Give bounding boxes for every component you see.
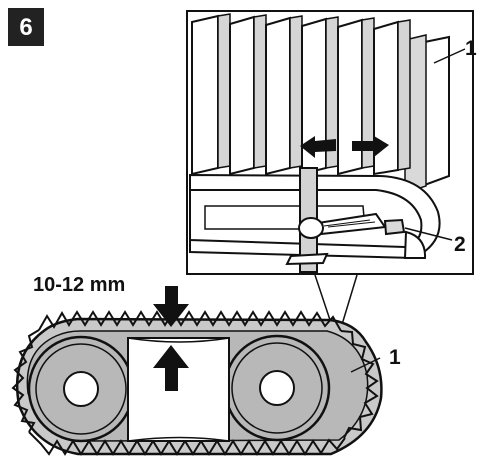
center-body-panel [127, 337, 230, 442]
step-number: 6 [19, 14, 32, 41]
inset-callout-line-2 [404, 227, 453, 241]
left-wheel [27, 335, 135, 443]
step-badge-box [8, 8, 44, 46]
up-arrow-shape [153, 345, 189, 391]
tread-block-side [253, 14, 267, 169]
tread-block-side [289, 15, 303, 169]
tread-blocks [191, 13, 411, 176]
right-wheel-hub [259, 370, 295, 406]
right-teeth [340, 330, 379, 439]
right-arrow-shape [352, 136, 389, 157]
tread-block [191, 14, 219, 176]
track-assembly: 10-12 mm 1 [11, 274, 401, 456]
measurement-label: 10-12 mm [33, 274, 125, 296]
left-wheel-hub [63, 371, 99, 407]
track-callout-line [350, 357, 381, 373]
left-arrow-shape [300, 136, 336, 158]
tread-block-side [397, 19, 411, 171]
adjuster-nut [383, 218, 406, 236]
inset-callout-label-2: 2 [454, 233, 466, 256]
inset-content [189, 13, 450, 273]
horizontal-arrow-right-icon [352, 136, 389, 157]
adjuster-bolt-head [298, 217, 324, 239]
center-top-curve [127, 337, 230, 343]
bolt-thread-line [327, 221, 376, 228]
step-badge: 6 [8, 8, 44, 46]
support-clamp [285, 252, 329, 266]
horizontal-arrow-left-icon [300, 136, 336, 158]
vertical-arrow-down-icon [153, 286, 189, 327]
right-wheel [223, 334, 331, 442]
inset-wheel-edge [403, 230, 427, 259]
vertical-arrow-up-icon [153, 345, 189, 391]
bottom-teeth [28, 431, 346, 456]
center-bottom-curve [127, 436, 230, 442]
left-teeth [11, 329, 40, 433]
track-callout-label: 1 [389, 346, 401, 369]
tread-block-side [217, 13, 231, 169]
inset-panel: 1 2 [186, 10, 477, 275]
top-teeth [38, 310, 342, 332]
bolt-thread-line [323, 219, 371, 227]
inset-callout-label-1: 1 [465, 37, 477, 60]
tread-block [229, 15, 255, 176]
down-arrow-shape [153, 286, 189, 327]
tread-block [265, 16, 291, 176]
track-teeth [11, 310, 379, 456]
inset-callout-line-1 [433, 48, 466, 64]
